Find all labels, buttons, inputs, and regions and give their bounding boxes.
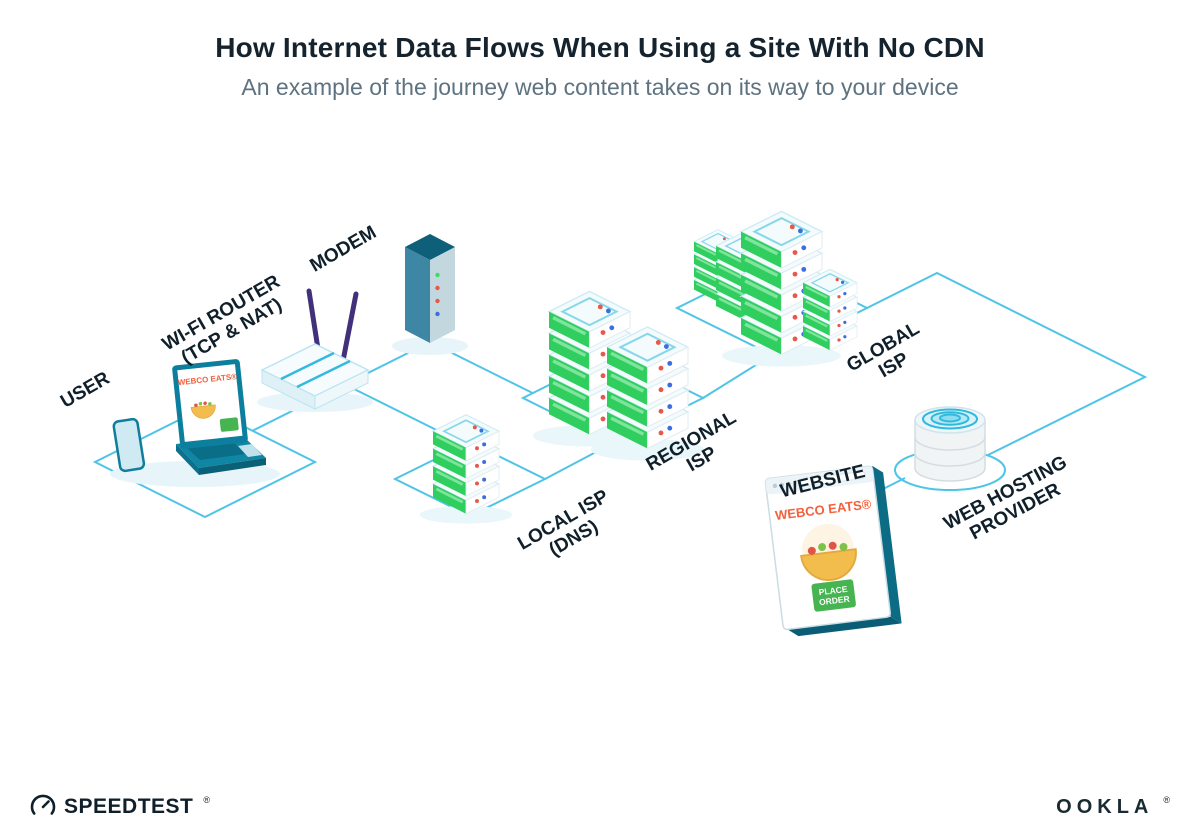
ookla-logo: OOKLA ® — [1056, 795, 1170, 819]
user-network-ring — [92, 405, 318, 519]
speedtest-logo: SPEEDTEST ® — [30, 794, 210, 820]
browser-dot — [786, 481, 792, 487]
speedtest-gauge-icon — [30, 794, 56, 815]
modem-led-red — [435, 285, 440, 291]
modem-led-red2 — [435, 298, 440, 304]
browser-dot — [779, 482, 785, 488]
website-order-button — [811, 579, 856, 612]
speedtest-reg-mark: ® — [203, 795, 211, 805]
ookla-reg-mark: ® — [1163, 795, 1170, 805]
laptop-screen: WEBCO EATS® — [172, 359, 248, 449]
header: How Internet Data Flows When Using a Sit… — [0, 32, 1200, 101]
local-isp-servers — [419, 415, 513, 524]
label-modem: MODEM — [306, 222, 380, 277]
modem-led-blue — [435, 311, 440, 317]
wifi-router — [257, 288, 373, 412]
page-title: How Internet Data Flows When Using a Sit… — [215, 32, 985, 63]
line-global-hosting — [866, 271, 1148, 456]
modem — [392, 234, 468, 355]
modem-led-green — [435, 272, 440, 278]
speedtest-wordmark: SPEEDTEST — [64, 795, 194, 818]
order-button-line1: PLACE — [818, 584, 848, 597]
user-device: WEBCO EATS® — [110, 359, 280, 487]
order-button-line2: ORDER — [818, 594, 850, 608]
footer: SPEEDTEST ® OOKLA ® — [0, 794, 1200, 820]
label-user: USER — [57, 368, 113, 413]
browser-dot — [772, 483, 778, 489]
phone — [112, 417, 146, 473]
laptop-order-badge — [219, 417, 239, 432]
global-isp-servers — [694, 211, 857, 367]
laptop-trackpad — [238, 444, 262, 457]
regional-isp-servers — [532, 291, 705, 461]
browser-url-bar — [797, 471, 866, 487]
ookla-wordmark: OOKLA — [1056, 795, 1154, 818]
website-window: WEBCO EATS® PLACE ORDER — [764, 465, 902, 637]
web-hosting-db — [914, 406, 986, 482]
page-subtitle: An example of the journey web content ta… — [241, 74, 959, 100]
router-antenna-right — [339, 291, 359, 369]
